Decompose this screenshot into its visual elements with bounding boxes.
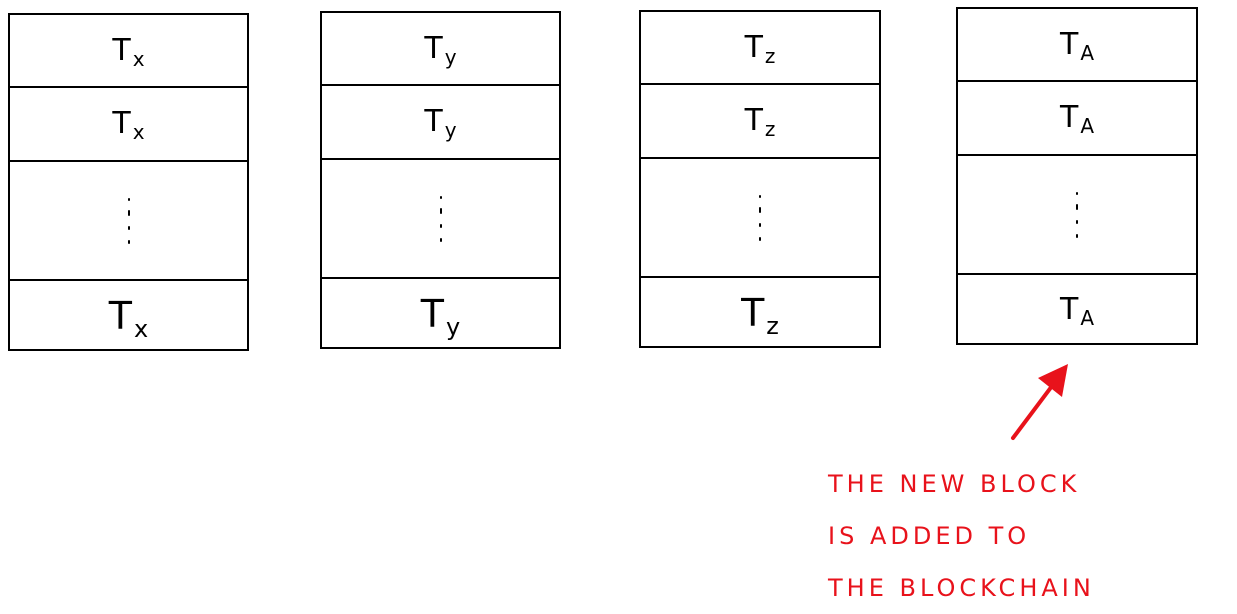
annotation-line-1: THE NEW BLOCK: [828, 470, 1081, 498]
block-3-ellipsis-cell: [641, 157, 879, 276]
tx-label: Tx: [108, 294, 149, 343]
block-1-tx-last: Tx: [10, 279, 247, 351]
vertical-ellipsis-icon: [127, 197, 131, 244]
block-3-tx-last: Tz: [641, 276, 879, 348]
vertical-ellipsis-icon: [758, 194, 762, 241]
block-1-ellipsis-cell: [10, 160, 247, 279]
annotation-line-2: IS ADDED TO: [828, 522, 1031, 550]
annotation: THE NEW BLOCK IS ADDED TO THE BLOCKCHAIN: [828, 458, 1188, 614]
block-2-tx-last: Ty: [322, 277, 559, 349]
block-2-ellipsis-cell: [322, 158, 559, 277]
annotation-line-3: THE BLOCKCHAIN: [828, 574, 1095, 602]
vertical-ellipsis-icon: [1075, 191, 1079, 238]
arrow-up-right-icon: [1011, 364, 1068, 440]
tx-label: Ty: [420, 292, 461, 341]
tx-label: Tz: [741, 291, 779, 340]
vertical-ellipsis-icon: [439, 195, 443, 242]
block-4-ellipsis-cell: [958, 154, 1196, 273]
